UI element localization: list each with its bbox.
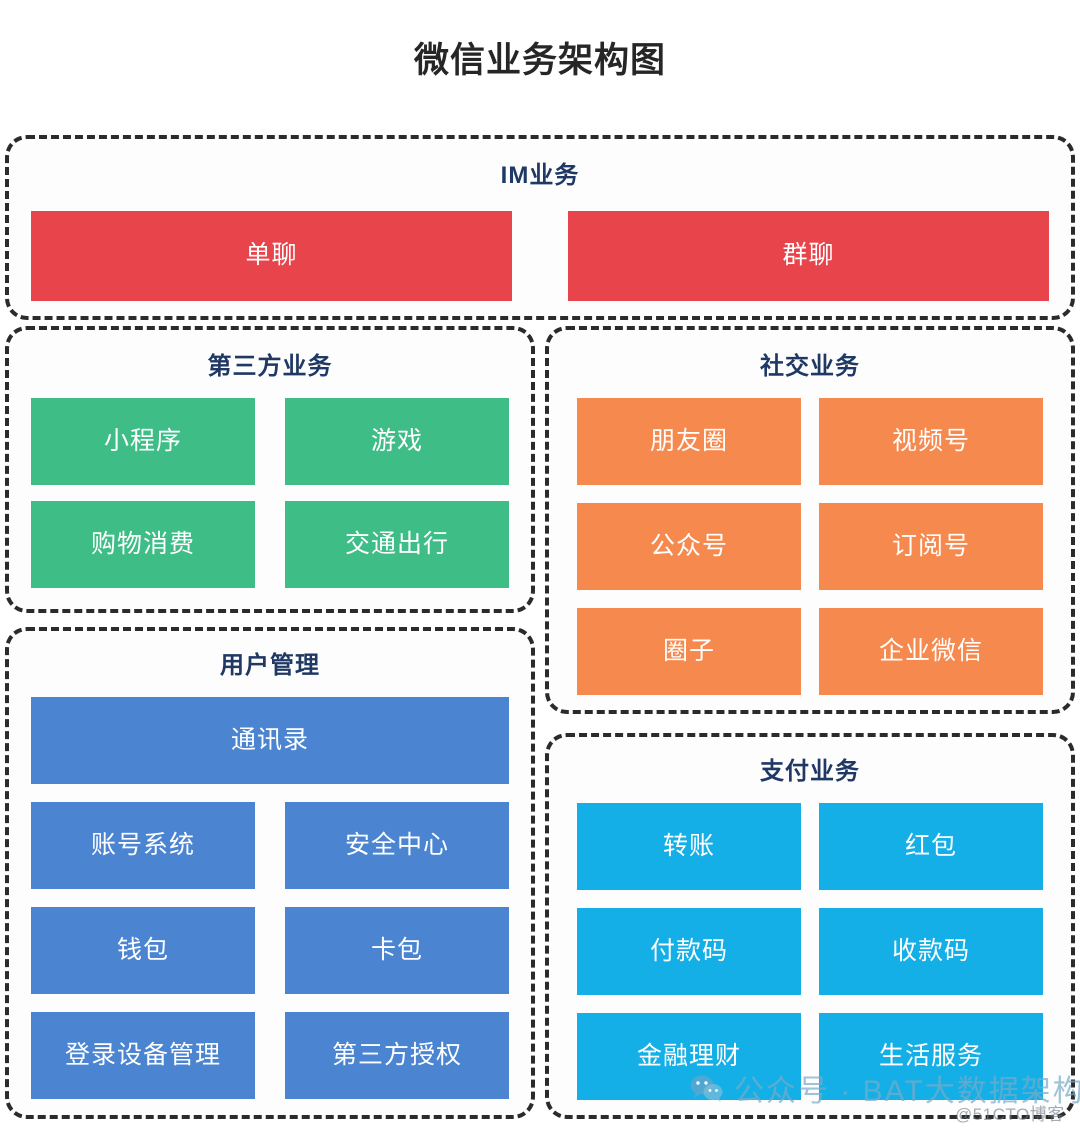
box-circles[interactable]: 圈子 xyxy=(577,608,801,695)
box-label: 订阅号 xyxy=(891,531,970,560)
box-label: 视频号 xyxy=(891,426,970,455)
section-third-party-grid: 小程序 游戏 购物消费 交通出行 xyxy=(9,398,531,588)
box-games[interactable]: 游戏 xyxy=(285,398,509,485)
box-finance[interactable]: 金融理财 xyxy=(577,1013,801,1100)
box-label: 圈子 xyxy=(662,636,715,665)
box-label: 企业微信 xyxy=(878,636,983,665)
box-label: 付款码 xyxy=(649,936,728,965)
section-social-grid: 朋友圈 视频号 公众号 订阅号 圈子 企业微信 xyxy=(549,398,1071,695)
box-transfer[interactable]: 转账 xyxy=(577,803,801,890)
box-contacts[interactable]: 通讯录 xyxy=(31,697,509,784)
section-title-third-party: 第三方业务 xyxy=(207,353,333,380)
box-label: 红包 xyxy=(904,831,957,860)
section-third-party-business: 第三方业务 小程序 游戏 购物消费 交通出行 xyxy=(5,326,535,613)
box-label: 收款码 xyxy=(891,936,970,965)
box-official-account[interactable]: 公众号 xyxy=(577,503,801,590)
section-title-payment: 支付业务 xyxy=(760,758,860,785)
box-label: 账号系统 xyxy=(90,830,195,859)
section-title-user-management: 用户管理 xyxy=(220,652,320,679)
box-third-party-authorization[interactable]: 第三方授权 xyxy=(285,1012,509,1099)
section-payment-grid: 转账 红包 付款码 收款码 金融理财 生活服务 xyxy=(549,803,1071,1100)
section-im-grid: 单聊 群聊 xyxy=(9,211,1071,301)
box-label: 朋友圈 xyxy=(649,426,728,455)
box-card-package[interactable]: 卡包 xyxy=(285,907,509,994)
box-red-packet[interactable]: 红包 xyxy=(819,803,1043,890)
box-label: 单聊 xyxy=(245,241,298,270)
box-shopping[interactable]: 购物消费 xyxy=(31,501,255,588)
box-group-chat[interactable]: 群聊 xyxy=(568,211,1049,301)
box-label: 转账 xyxy=(662,831,715,860)
box-label: 生活服务 xyxy=(878,1041,983,1070)
box-label: 卡包 xyxy=(370,935,423,964)
box-label: 群聊 xyxy=(782,241,835,270)
section-user-management-grid: 通讯录 账号系统 安全中心 钱包 卡包 登录设备管理 第三方授权 xyxy=(9,697,531,1099)
box-payment-code[interactable]: 付款码 xyxy=(577,908,801,995)
section-title-im: IM业务 xyxy=(500,162,580,189)
box-label: 第三方授权 xyxy=(331,1040,462,1069)
box-single-chat[interactable]: 单聊 xyxy=(31,211,512,301)
box-login-device-management[interactable]: 登录设备管理 xyxy=(31,1012,255,1099)
box-wecom[interactable]: 企业微信 xyxy=(819,608,1043,695)
box-subscription-account[interactable]: 订阅号 xyxy=(819,503,1043,590)
box-label: 金融理财 xyxy=(636,1041,741,1070)
section-im-business: IM业务 单聊 群聊 xyxy=(5,135,1075,320)
box-label: 登录设备管理 xyxy=(64,1040,221,1069)
section-social-business: 社交业务 朋友圈 视频号 公众号 订阅号 圈子 企业微信 xyxy=(545,326,1075,714)
box-account-system[interactable]: 账号系统 xyxy=(31,802,255,889)
box-label: 交通出行 xyxy=(344,529,449,558)
section-title-social: 社交业务 xyxy=(760,353,860,380)
box-label: 公众号 xyxy=(649,531,728,560)
box-transport[interactable]: 交通出行 xyxy=(285,501,509,588)
box-life-services[interactable]: 生活服务 xyxy=(819,1013,1043,1100)
box-label: 小程序 xyxy=(103,426,182,455)
box-label: 钱包 xyxy=(116,935,169,964)
box-mini-program[interactable]: 小程序 xyxy=(31,398,255,485)
box-moments[interactable]: 朋友圈 xyxy=(577,398,801,485)
section-payment-business: 支付业务 转账 红包 付款码 收款码 金融理财 生活服务 xyxy=(545,733,1075,1119)
box-security-center[interactable]: 安全中心 xyxy=(285,802,509,889)
box-receive-code[interactable]: 收款码 xyxy=(819,908,1043,995)
section-user-management: 用户管理 通讯录 账号系统 安全中心 钱包 卡包 登录设备管理 第三方授权 xyxy=(5,627,535,1119)
box-label: 游戏 xyxy=(370,426,423,455)
box-label: 安全中心 xyxy=(344,830,449,859)
page-title: 微信业务架构图 xyxy=(413,41,666,80)
box-label: 通讯录 xyxy=(230,725,309,754)
box-label: 购物消费 xyxy=(90,529,195,558)
box-channels[interactable]: 视频号 xyxy=(819,398,1043,485)
box-wallet[interactable]: 钱包 xyxy=(31,907,255,994)
